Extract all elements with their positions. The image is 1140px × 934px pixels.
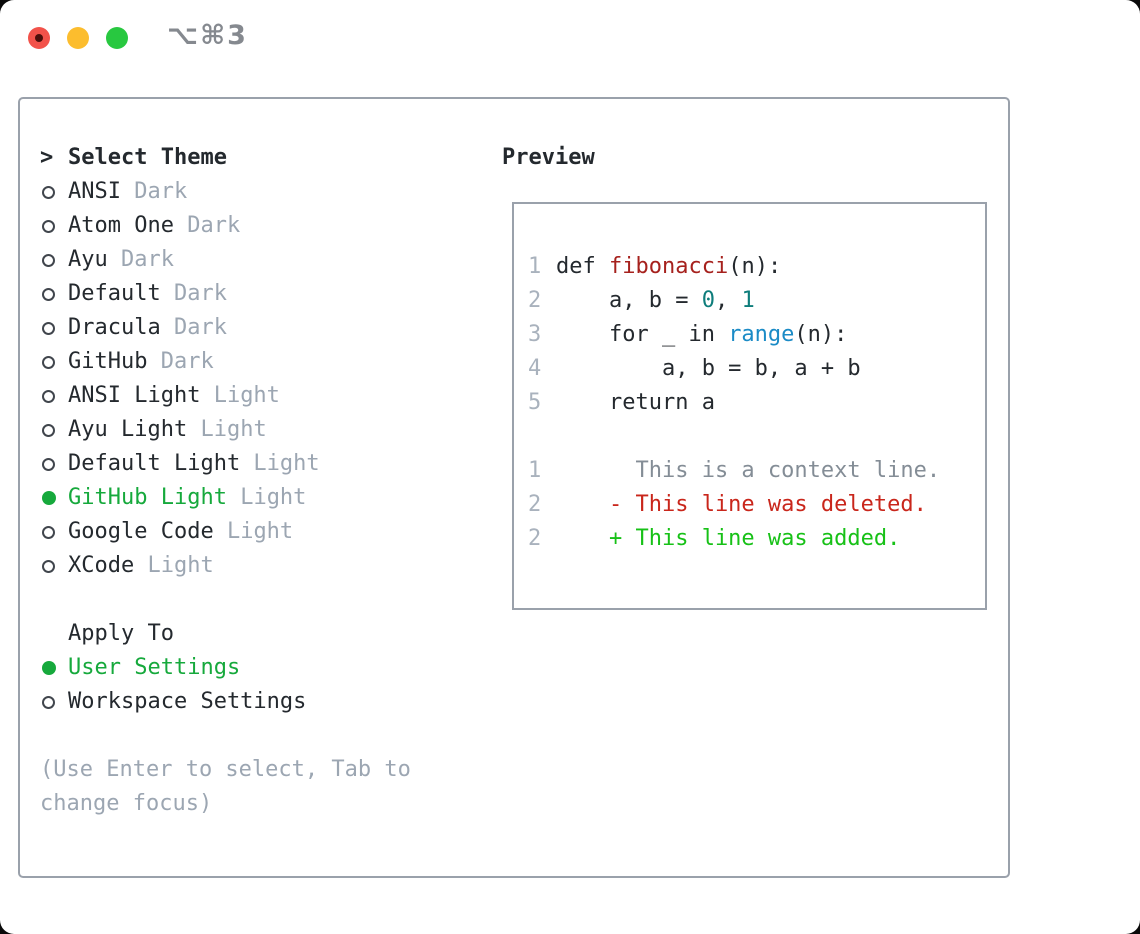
radio-icon [42, 219, 55, 233]
line-content: for _ in range(n): [556, 322, 848, 347]
theme-option-ansi-light[interactable]: ANSI Light Light [40, 379, 480, 413]
radio-selected-icon [42, 661, 56, 675]
theme-option-github-light[interactable]: GitHub Light Light [40, 481, 480, 515]
theme-variant: Dark [107, 247, 174, 272]
line-number: 2 [528, 492, 542, 517]
select-theme-header: > Select Theme [40, 141, 480, 175]
theme-name: Atom One [68, 213, 174, 238]
line-number: 2 [528, 288, 542, 313]
radio-icon [42, 457, 55, 471]
theme-option-ayu[interactable]: Ayu Dark [40, 243, 480, 277]
apply-to-header: Apply To [40, 617, 480, 651]
theme-name: Default [68, 281, 161, 306]
apply-option-workspace-settings[interactable]: Workspace Settings [40, 685, 480, 719]
theme-variant: Dark [120, 179, 188, 204]
diff-line-context: 1 This is a context line. [528, 454, 971, 488]
line-number: 2 [528, 526, 542, 551]
code-line: 5 return a [528, 386, 971, 420]
theme-variant: Light [240, 451, 320, 476]
line-content: + This line was added. [556, 526, 901, 551]
line-number: 5 [528, 390, 542, 415]
minimize-button[interactable] [67, 27, 89, 49]
radio-icon [42, 423, 55, 437]
select-theme-title: Select Theme [68, 145, 227, 170]
zoom-button[interactable] [106, 27, 128, 49]
theme-name: ANSI Light [68, 383, 201, 408]
radio-icon [42, 185, 55, 199]
apply-option-label: Workspace Settings [68, 689, 307, 714]
line-number: 3 [528, 322, 542, 347]
radio-icon [42, 525, 55, 539]
pointer-icon: > [40, 145, 54, 170]
code-line: 1 def fibonacci(n): [528, 250, 971, 284]
radio-icon [42, 559, 55, 573]
diff-line-deleted: 2 - This line was deleted. [528, 488, 971, 522]
preview-title: Preview [502, 145, 595, 170]
theme-name: Dracula [68, 315, 161, 340]
radio-icon [42, 253, 55, 267]
line-content: This is a context line. [556, 458, 941, 483]
radio-selected-icon [42, 491, 56, 505]
line-content: - This line was deleted. [556, 492, 927, 517]
theme-variant: Light [226, 485, 307, 510]
theme-option-dracula[interactable]: Dracula Dark [40, 311, 480, 345]
code-line: 3 for _ in range(n): [528, 318, 971, 352]
theme-option-default[interactable]: Default Dark [40, 277, 480, 311]
theme-variant: Light [200, 383, 280, 408]
theme-variant: Dark [160, 281, 227, 306]
line-content: a, b = 0, 1 [556, 288, 755, 313]
theme-name: Ayu Light [68, 417, 188, 442]
keyboard-shortcut-label: ⌥⌘3 [167, 20, 248, 51]
diff-line-added: 2 + This line was added. [528, 522, 971, 556]
theme-option-ansi[interactable]: ANSI Dark [40, 175, 480, 209]
apply-to-title: Apply To [68, 621, 174, 646]
help-text: (Use Enter to select, Tab to change focu… [40, 757, 411, 816]
theme-option-github[interactable]: GitHub Dark [40, 345, 480, 379]
spacer [40, 719, 480, 753]
theme-name: Default Light [68, 451, 241, 476]
theme-name: Ayu [68, 247, 108, 272]
theme-option-default-light[interactable]: Default Light Light [40, 447, 480, 481]
theme-variant: Light [187, 417, 267, 442]
line-content: return a [556, 390, 715, 415]
theme-name: XCode [68, 553, 135, 578]
line-content: a, b = b, a + b [556, 356, 861, 381]
theme-variant: Light [213, 519, 294, 544]
spacer [40, 583, 480, 617]
line-content: def fibonacci(n): [556, 254, 782, 279]
theme-option-ayu-light[interactable]: Ayu Light Light [40, 413, 480, 447]
apply-option-label: User Settings [68, 655, 241, 680]
radio-icon [42, 389, 55, 403]
theme-variant: Light [134, 553, 214, 578]
radio-icon [42, 695, 55, 709]
theme-option-google-code[interactable]: Google Code Light [40, 515, 480, 549]
theme-name: Google Code [68, 519, 214, 544]
theme-variant: Dark [160, 315, 227, 340]
line-number: 4 [528, 356, 542, 381]
theme-name: GitHub Light [68, 485, 227, 510]
theme-name: ANSI [68, 179, 121, 204]
theme-name: GitHub [68, 349, 148, 374]
radio-icon [42, 355, 55, 369]
code-line: 2 a, b = 0, 1 [528, 284, 971, 318]
radio-icon [42, 287, 55, 301]
theme-variant: Dark [147, 349, 214, 374]
theme-variant: Dark [173, 213, 241, 238]
theme-option-atom-one[interactable]: Atom One Dark [40, 209, 480, 243]
theme-option-xcode[interactable]: XCode Light [40, 549, 480, 583]
line-number: 1 [528, 458, 542, 483]
radio-icon [42, 321, 55, 335]
blank-line [528, 420, 971, 454]
apply-option-user-settings[interactable]: User Settings [40, 651, 480, 685]
line-number: 1 [528, 254, 542, 279]
code-line: 4 a, b = b, a + b [528, 352, 971, 386]
close-button[interactable] [28, 27, 50, 49]
